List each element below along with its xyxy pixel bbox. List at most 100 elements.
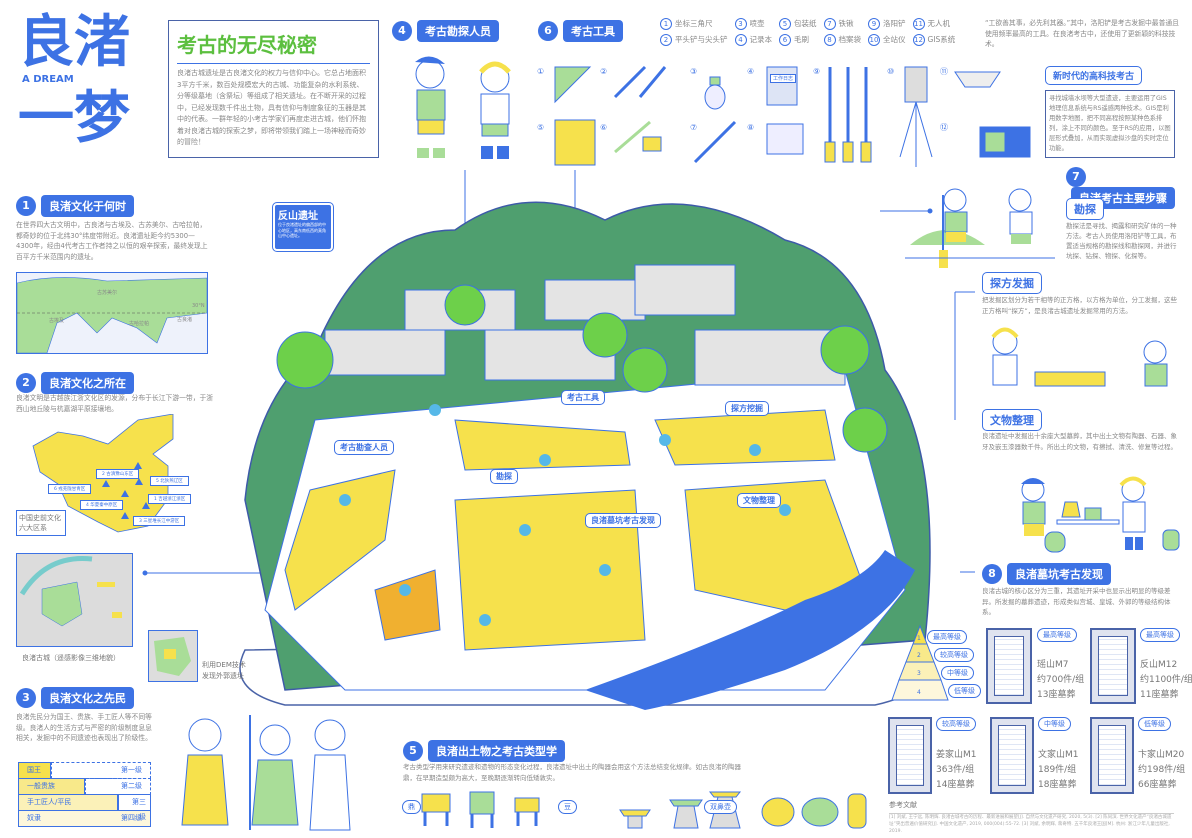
logo-line2: 一梦 (18, 86, 130, 151)
archaeologist-figures (415, 56, 511, 159)
section-title: 良渚文化之所在 (41, 372, 134, 394)
legend-label: 无人机 (927, 19, 951, 28)
section-1-body: 在世界四大古文明中，古良渚与古埃及、古苏美尔、古哈拉帕，都奇妙的位于北纬30°纬… (16, 221, 208, 261)
references-body: [1] 刘斌, 王宁远, 陈明辉. 良渚古城考古的历程、最新进展和展望[J]. … (889, 815, 1172, 834)
pyramid-number: 1 (917, 635, 921, 642)
type-label: 双鼻壶 (704, 800, 737, 814)
excavation-illustration (991, 327, 1168, 387)
tomb-level: 最高等级 (1140, 628, 1180, 642)
tomb-info: 反山M12 约1100件/组 11座墓葬 (1140, 658, 1192, 703)
section-title: 考古工具 (563, 20, 623, 42)
region-label: 4 华夏秦中原区 (80, 500, 124, 510)
region-label: 1 吉越浙江浙区 (148, 494, 192, 504)
village-houses (324, 264, 846, 386)
tomb-graves: 11座墓葬 (1140, 690, 1179, 700)
section-title: 良渚文化于何时 (41, 195, 134, 217)
tomb-graves: 66座墓葬 (1138, 780, 1177, 790)
pottery-typology (421, 791, 867, 829)
svg-text:⑪: ⑪ (940, 67, 948, 76)
tomb-name: 反山M12 (1140, 660, 1178, 670)
tomb-count: 约1100件/组 (1140, 675, 1192, 685)
level-name: 奴隶 (27, 814, 41, 822)
tomb-count: 189件/组 (1038, 765, 1077, 775)
level-rank: 第四级 (121, 814, 142, 822)
level-rank: 第二级 (85, 778, 151, 795)
section-3-body: 良渚先民分为国王、贵族、手工匠人等不同等级。良渚人的生活方式与严密的阶级制度息息… (16, 713, 152, 742)
step-survey-body: 勘探法是寻找、揭露和研究矿体的一种方法。考古人员使用洛阳铲等工具，布置适当规格的… (1066, 222, 1177, 260)
svg-text:⑩: ⑩ (887, 67, 894, 76)
tomb-graves: 13座墓葬 (1037, 690, 1076, 700)
hitech-body: 寻找城墙水坝等大型遗迹，主要运用了GIS地理信息系统与RS遥感两种技术。GIS是… (1045, 90, 1175, 158)
rank-pyramid (891, 624, 949, 701)
tomb-level: 中等级 (1038, 717, 1071, 731)
remote-sensing-map (16, 553, 133, 647)
intro-box: 考古的无尽秘密 良渚古城遗址是古良渚文化的权力与信仰中心。它总占地面积3平方千米… (168, 20, 379, 158)
survey-illustration (905, 188, 1055, 268)
tomb-name: 瑶山M7 (1037, 660, 1069, 670)
region-label: 6 戎羌陇甘青区 (48, 484, 92, 494)
tomb-level: 较高等级 (936, 717, 976, 731)
step-cataloging-title: 文物整理 (982, 409, 1042, 431)
dem-caption-line: 利用DEM技术 (202, 661, 246, 669)
section-title: 良渚墓坑考古发现 (1007, 563, 1111, 585)
legend-label: 包装纸 (794, 19, 817, 28)
map-label: 古良渚 (177, 317, 193, 323)
tomb-wenjiashan-m1 (990, 717, 1034, 794)
tomb-fanshan-m12 (1090, 628, 1136, 704)
legend-label: 洛阳铲 (883, 19, 906, 28)
section-number: 8 (982, 564, 1002, 584)
river (585, 550, 915, 710)
legend-label: 档案袋 (838, 35, 862, 44)
tomb-count: 约198件/组 (1138, 765, 1186, 775)
pyramid-number: 4 (917, 689, 921, 696)
tomb-count: 363件/组 (936, 765, 975, 775)
pyramid-label: 低等级 (948, 684, 981, 698)
svg-text:⑧: ⑧ (747, 123, 754, 132)
svg-text:①: ① (537, 67, 544, 76)
step-excavation-title: 探方发掘 (982, 272, 1042, 294)
archaeologists (339, 404, 791, 626)
scene-label-survey-staff[interactable]: 考古勘查人员 (334, 440, 394, 455)
map-label: 古哈拉帕 (129, 321, 150, 327)
legend-label: 铁锹 (838, 19, 854, 28)
intro-heading: 考古的无尽秘密 (177, 33, 317, 57)
svg-text:⑥: ⑥ (600, 123, 607, 132)
svg-text:⑦: ⑦ (690, 123, 697, 132)
legend-label: 记录本 (749, 35, 773, 44)
scene-label-survey[interactable]: 勘探 (490, 469, 518, 484)
svg-text:⑫: ⑫ (940, 123, 948, 132)
section-8-body: 良渚古城的核心区分为三重，其遗址开采中也显示出明显的等级差异。所发掘的墓葬遗迹，… (982, 587, 1171, 616)
scene-label-tombs[interactable]: 良渚墓坑考古发现 (585, 513, 661, 528)
notebook-label: 工作日志 (770, 74, 797, 83)
region-label: 3 三星堆长江中游区 (133, 516, 186, 526)
section-5-body: 考古类型学用来研究遗迹和遗物的形态变化过程，良渚遗址中出土的陶器会用这个方法总结… (403, 763, 741, 782)
tomb-graves: 14座墓葬 (936, 780, 975, 790)
section-number: 4 (392, 21, 412, 41)
level-row-4: 奴隶 第四级 (18, 810, 151, 827)
scene-label-cataloging[interactable]: 文物整理 (737, 493, 781, 508)
legend-label: 全站仪 (883, 35, 906, 44)
level-name: 一般贵族 (18, 778, 85, 795)
step-excavation-body: 把发掘区划分为若干相等的正方格，以方格为单位，分工发掘，这些正方格叫“探方”，是… (982, 296, 1177, 315)
scene-label-excavation[interactable]: 探方挖掘 (725, 401, 769, 416)
trees (276, 284, 888, 453)
step-cataloging-body: 良渚遗址中发掘出十余座大型墓葬，其中出土文物有陶器、石器、象牙及嵌玉漆器数千件。… (982, 432, 1177, 451)
scene-label-tools[interactable]: 考古工具 (561, 390, 605, 405)
tomb-graves: 18座墓葬 (1038, 780, 1077, 790)
